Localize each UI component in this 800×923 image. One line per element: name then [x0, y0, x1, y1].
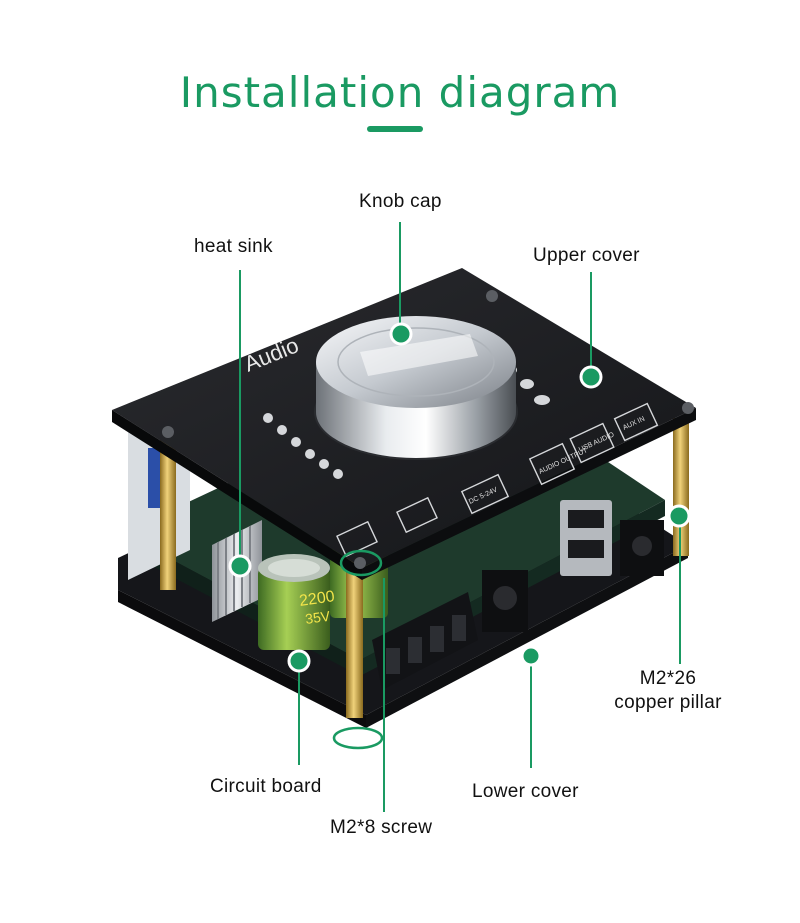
page-title: Installation diagram — [179, 68, 621, 117]
marker-copper-pillar — [667, 504, 691, 528]
label-screw: M2*8 screw — [330, 817, 433, 838]
label-circuit-board: Circuit board — [210, 776, 322, 797]
marker-circuit-board — [287, 649, 311, 673]
marker-lower-cover — [520, 645, 542, 667]
label-lower-cover: Lower cover — [472, 781, 579, 802]
marker-upper-cover — [579, 365, 603, 389]
title-underline — [367, 126, 423, 132]
screw-highlight-bottom — [332, 726, 384, 750]
capacitor-value: 2200 — [298, 588, 336, 610]
screw-highlight-top — [339, 549, 383, 577]
label-knob-cap: Knob cap — [359, 191, 442, 212]
marker-knob-cap — [389, 322, 413, 346]
marker-heat-sink — [228, 554, 252, 578]
label-copper-pillar-line2: copper pillar — [614, 692, 722, 713]
label-copper-pillar: M2*26 copper pillar — [606, 667, 730, 715]
label-heat-sink: heat sink — [194, 236, 273, 257]
volume-knob — [314, 316, 518, 460]
label-copper-pillar-line1: M2*26 — [639, 668, 697, 689]
leader-lines — [239, 222, 681, 812]
port-components — [482, 500, 664, 632]
speaker-terminal-block — [372, 592, 478, 690]
label-upper-cover: Upper cover — [533, 245, 640, 266]
capacitor-voltage: 35V — [304, 608, 332, 627]
